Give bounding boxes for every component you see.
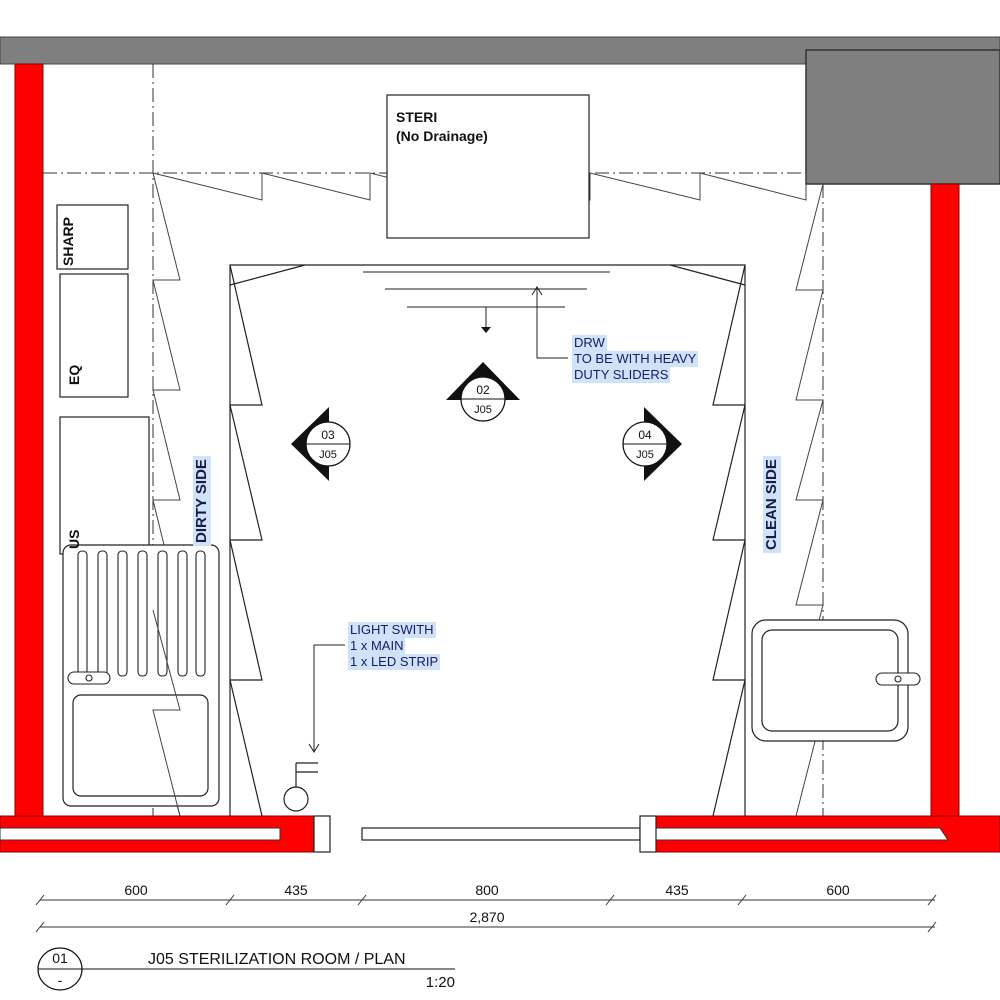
- drawer-arrow-head: [481, 327, 491, 333]
- base-cabinet-outline: [229, 264, 746, 816]
- light-note-line-2: 1 x MAIN: [348, 638, 406, 654]
- drw-note-line-1: DRW: [572, 335, 607, 351]
- elevation-marker-02: 02 J05: [446, 362, 520, 422]
- elevation-03-sheet: J05: [319, 449, 337, 461]
- dimension-lines: [35, 894, 937, 933]
- us-label: US: [66, 529, 82, 549]
- clean-faucet-icon: [875, 672, 921, 686]
- door-leaf: [361, 827, 641, 841]
- steri-label: STERI: [396, 109, 437, 125]
- door-jamb-right: [639, 815, 657, 853]
- existing-column-top-right: [805, 49, 1000, 185]
- dirty-faucet-icon: [67, 671, 111, 685]
- elevation-04-number: 04: [638, 428, 652, 442]
- dim-segment-5: 600: [826, 882, 850, 898]
- swing-center-right: [712, 264, 746, 817]
- dim-segment-1: 600: [124, 882, 148, 898]
- drw-note-line-2: TO BE WITH HEAVY: [572, 351, 699, 367]
- elevation-02-number: 02: [476, 383, 490, 397]
- door-jamb-left: [313, 815, 331, 853]
- elevation-marker-04: 04 J05: [622, 407, 682, 481]
- title-number: 01: [52, 950, 68, 966]
- elevation-marker-03: 03 J05: [291, 407, 351, 481]
- elevation-04-sheet: J05: [636, 449, 654, 461]
- swing-center-top-right: [669, 264, 746, 286]
- elevation-03-number: 03: [321, 428, 335, 442]
- swing-under-sink: [152, 609, 181, 817]
- title-marker: [37, 947, 455, 991]
- drawing-title: J05 STERILIZATION ROOM / PLAN: [148, 951, 406, 968]
- dim-total: 2,870: [469, 909, 504, 925]
- wall-right: [930, 183, 960, 817]
- light-leader: [313, 644, 345, 752]
- light-note-line-1: LIGHT SWITH: [348, 622, 436, 638]
- elevation-02-sheet: J05: [474, 404, 492, 416]
- light-switch-icon: [283, 762, 318, 812]
- eq-label: EQ: [66, 364, 82, 385]
- swing-center-top-left: [229, 264, 306, 286]
- title-sheet: -: [58, 972, 63, 988]
- wall-left: [14, 63, 44, 817]
- drw-note-line-3: DUTY SLIDERS: [572, 367, 671, 383]
- wall-cut-left: [0, 827, 281, 841]
- drawing-scale: 1:20: [426, 974, 455, 991]
- sharp-label: SHARP: [60, 216, 76, 266]
- light-note-line-3: 1 x LED STRIP: [348, 654, 441, 670]
- eq-box: [59, 273, 129, 398]
- wall-cut-right: [654, 827, 949, 841]
- dirty-side-label: DIRTY SIDE: [193, 456, 211, 546]
- dirty-sink-basin: [72, 694, 209, 797]
- drw-leader-head: [531, 286, 543, 296]
- dim-segment-2: 435: [284, 882, 308, 898]
- drw-leader: [536, 287, 568, 359]
- light-leader-head: [308, 743, 320, 753]
- steri-sublabel: (No Drainage): [396, 128, 488, 144]
- clean-side-label: CLEAN SIDE: [763, 456, 781, 553]
- steri-box: [386, 94, 590, 239]
- dim-segment-3: 800: [475, 882, 499, 898]
- swing-center-left: [229, 264, 263, 817]
- dim-segment-4: 435: [665, 882, 689, 898]
- sharp-box: [56, 204, 129, 270]
